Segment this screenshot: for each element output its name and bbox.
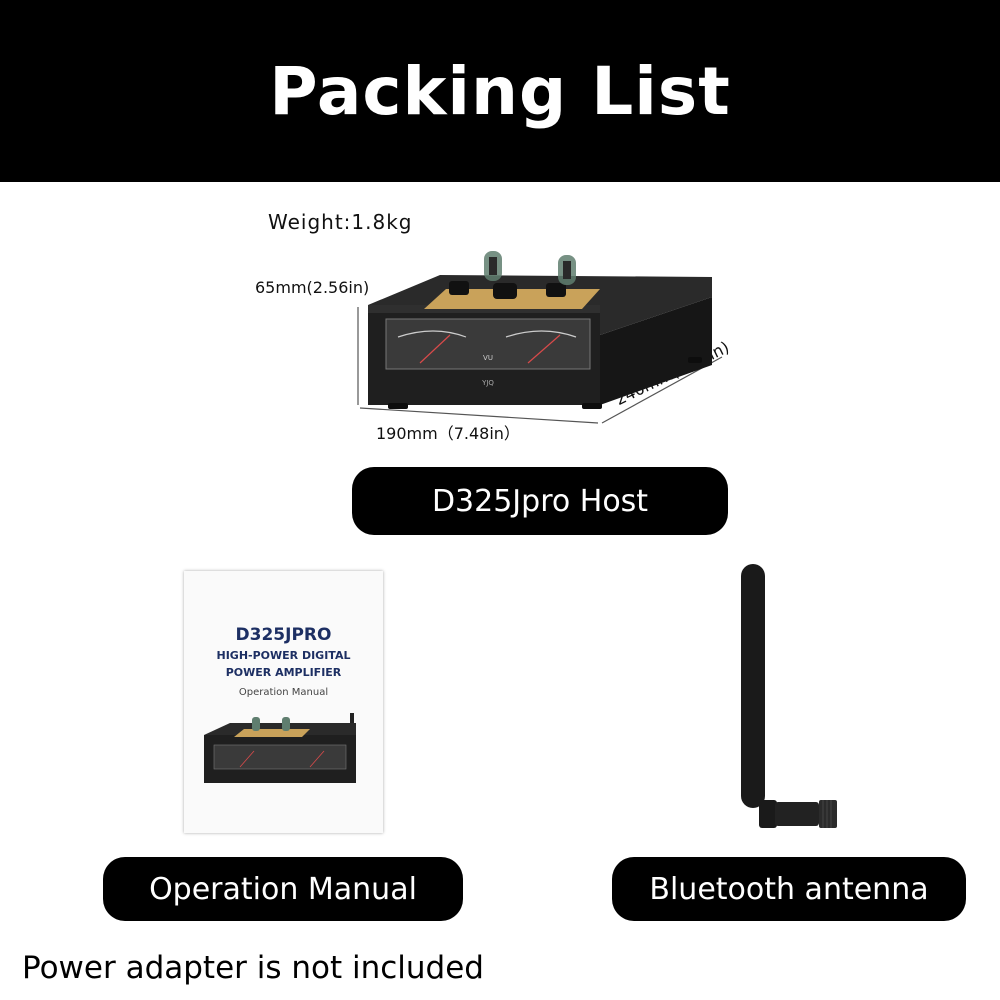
host-label-pill: D325Jpro Host — [352, 467, 728, 535]
vu-label: VU — [483, 354, 493, 362]
manual-subtitle: Operation Manual — [238, 687, 329, 698]
brand-label: YJQ — [481, 379, 494, 387]
antenna-label-pill: Bluetooth antenna — [612, 857, 966, 921]
height-dimension: 65mm(2.56in) — [255, 278, 370, 297]
host-label: D325Jpro Host — [431, 483, 649, 519]
bluetooth-antenna-image — [741, 564, 837, 828]
power-adapter-note: Power adapter is not included — [22, 950, 484, 986]
manual-line1: HIGH-POWER DIGITAL — [216, 649, 351, 662]
antenna-label: Bluetooth antenna — [649, 871, 929, 907]
operation-manual-image: D325JPRO HIGH-POWER DIGITAL POWER AMPLIF… — [184, 571, 383, 833]
amplifier-image: VU YJQ — [357, 251, 723, 424]
manual-label: Operation Manual — [149, 871, 417, 907]
page-header: Packing List — [0, 0, 1000, 182]
manual-label-pill: Operation Manual — [103, 857, 463, 921]
width-dimension: 190mm（7.48in） — [376, 424, 520, 443]
manual-amplifier-image — [204, 713, 356, 783]
weight-label: Weight:1.8kg — [268, 210, 413, 234]
page-title: Packing List — [269, 52, 731, 130]
manual-model: D325JPRO — [235, 625, 332, 645]
manual-line2: POWER AMPLIFIER — [225, 666, 342, 679]
